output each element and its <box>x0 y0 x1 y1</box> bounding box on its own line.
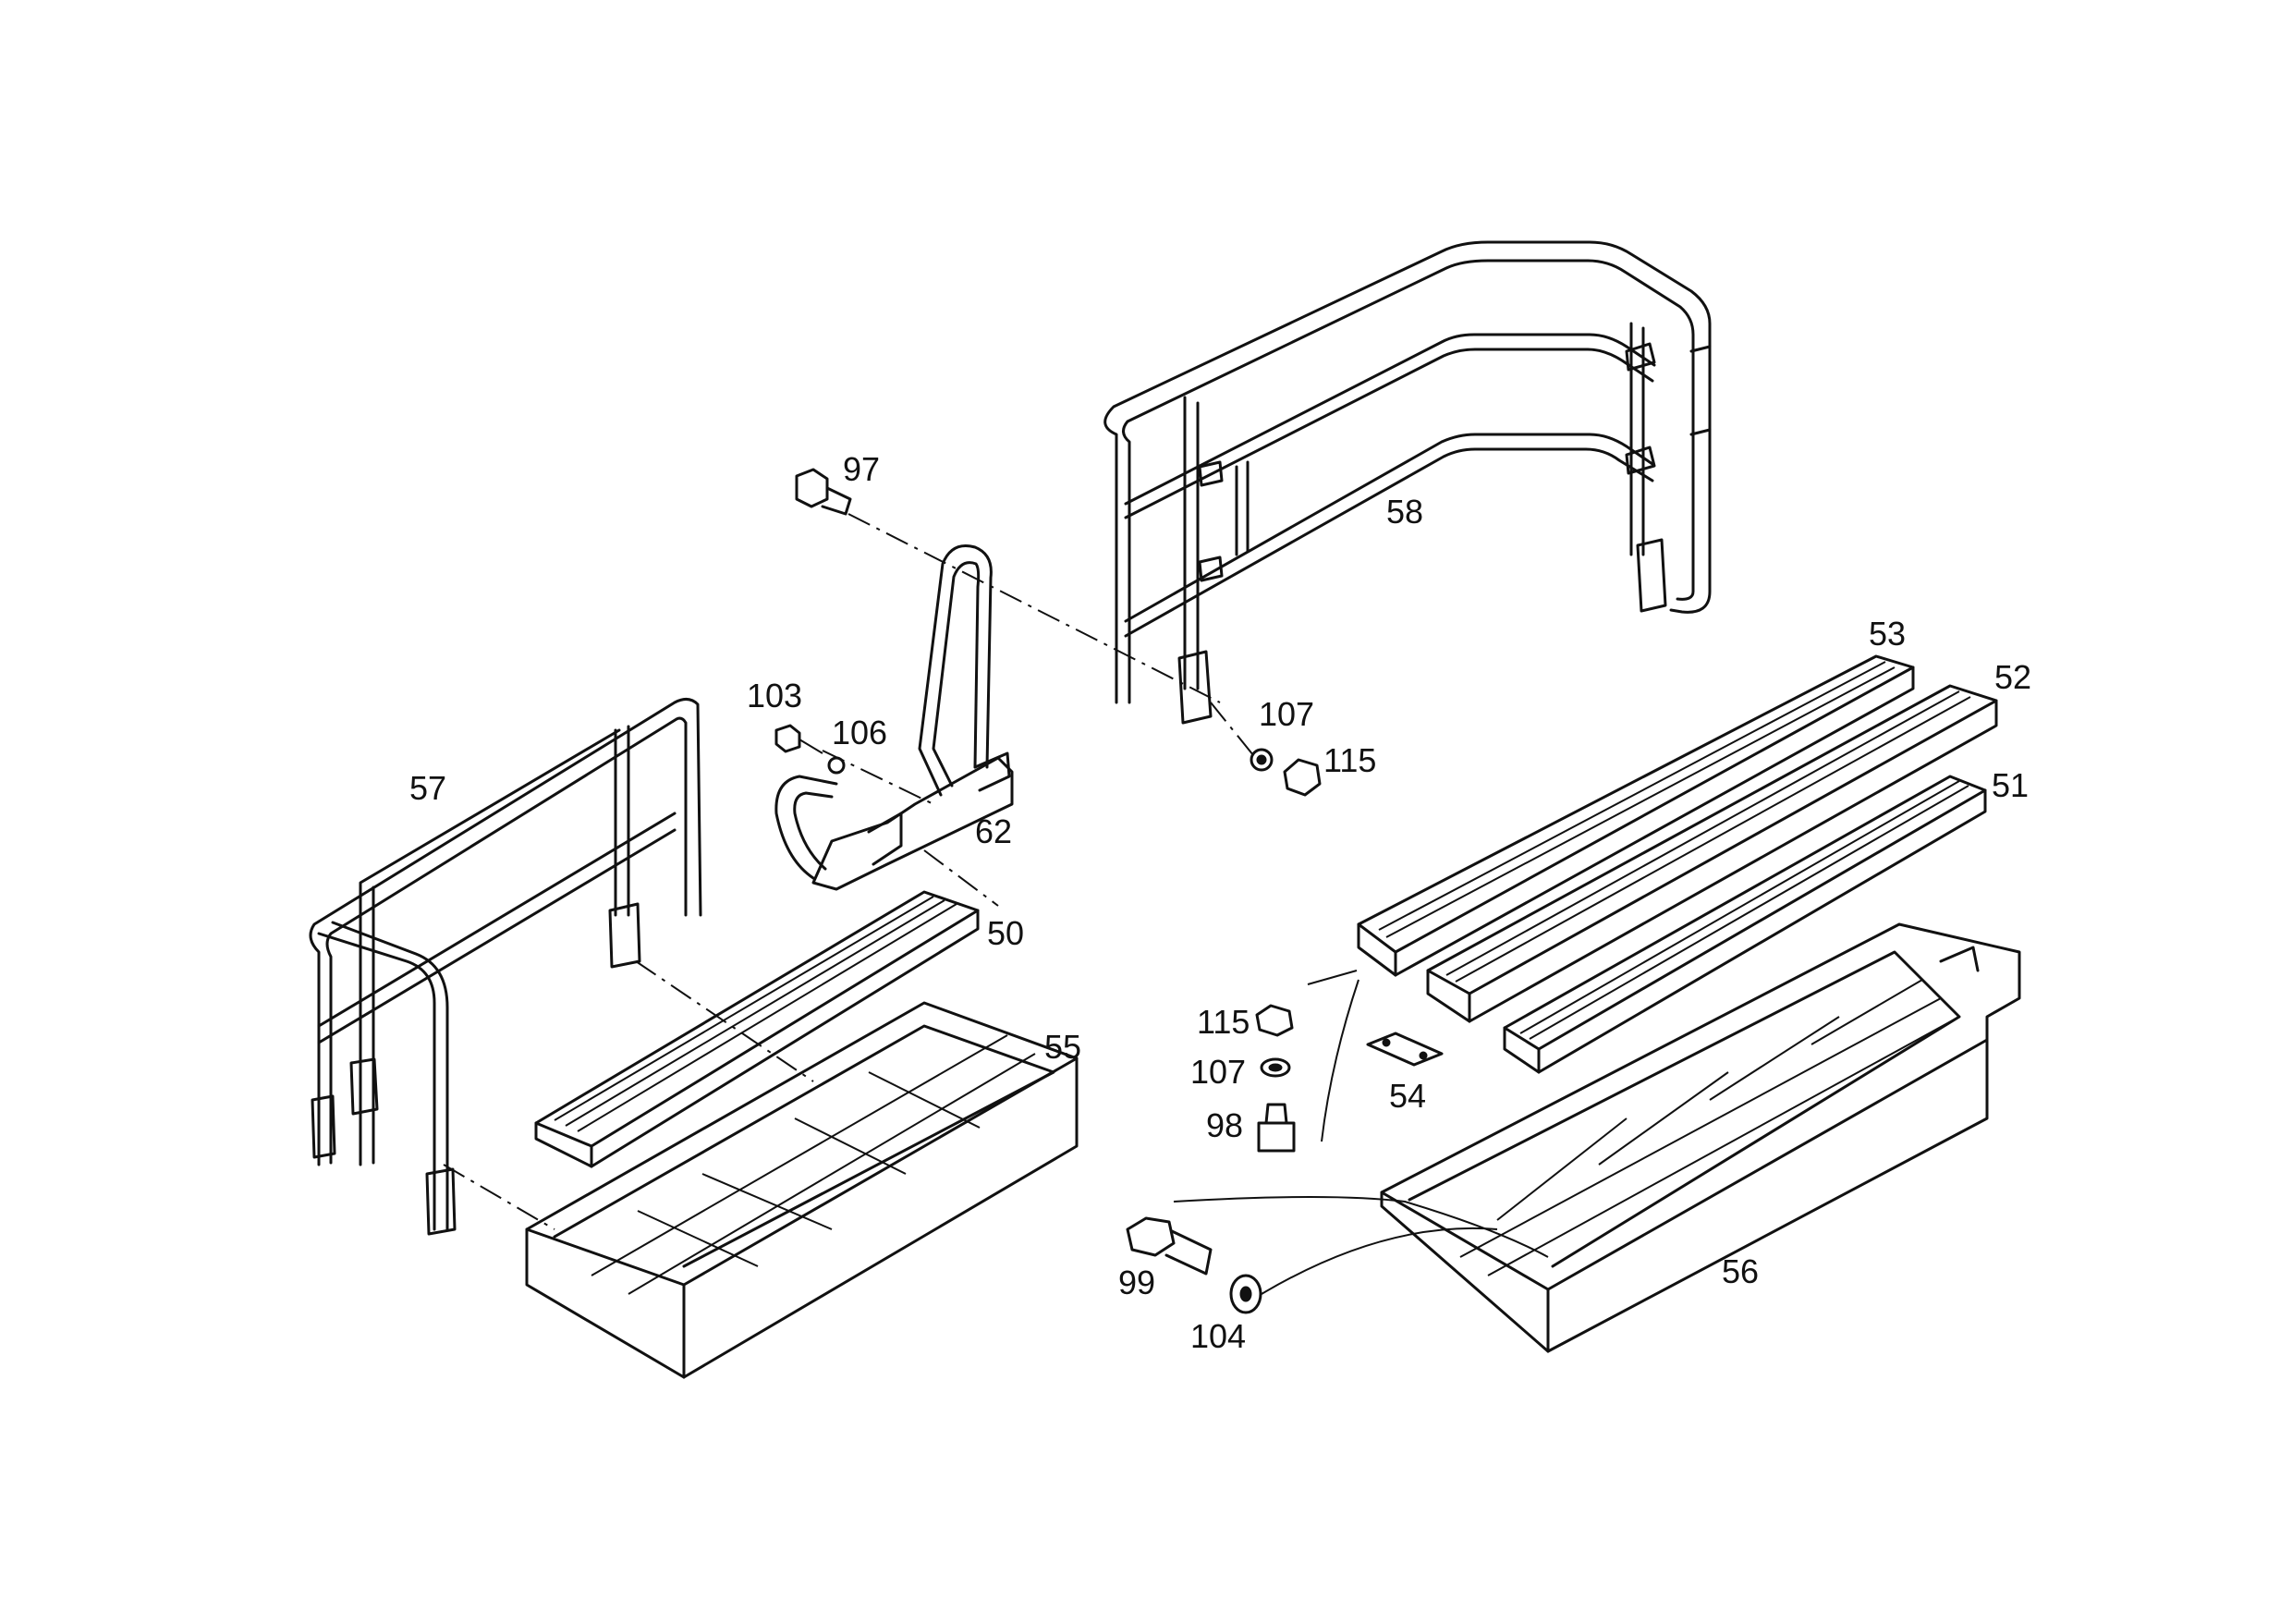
board-53 <box>1357 654 1915 977</box>
callout-97: 97 <box>843 450 880 488</box>
callout-54: 54 <box>1389 1077 1426 1115</box>
callout-57: 57 <box>409 769 446 807</box>
callout-50: 50 <box>987 914 1024 952</box>
bolt-98 <box>1257 1103 1296 1153</box>
callout-98: 98 <box>1206 1106 1243 1144</box>
callout-56: 56 <box>1722 1252 1759 1290</box>
callout-labels: 97 58 53 52 51 103 106 107 115 57 62 50 … <box>409 450 2031 1355</box>
washer-107-upper <box>1250 748 1274 772</box>
callout-58: 58 <box>1386 493 1423 531</box>
callout-99: 99 <box>1118 1264 1155 1301</box>
callout-107-lower: 107 <box>1190 1053 1246 1091</box>
callout-107-upper: 107 <box>1259 695 1314 733</box>
board-51 <box>1503 775 1987 1074</box>
callout-115-upper: 115 <box>1323 741 1376 779</box>
callout-55: 55 <box>1044 1028 1081 1066</box>
bolt-99 <box>1126 1216 1213 1276</box>
step-frame-56 <box>1380 922 2021 1353</box>
bolt-97 <box>795 468 852 516</box>
callout-103: 103 <box>747 677 802 714</box>
step-frame-55 <box>525 1001 1079 1379</box>
railing-58 <box>1103 240 1712 725</box>
nut-115-upper <box>1283 758 1322 797</box>
bracket-62 <box>774 544 1014 891</box>
board-52 <box>1426 684 1998 1023</box>
callout-115-lower: 115 <box>1197 1003 1250 1041</box>
callout-52: 52 <box>1994 658 2031 696</box>
washer-104 <box>1229 1274 1262 1314</box>
callout-62: 62 <box>975 812 1012 850</box>
callout-53: 53 <box>1869 615 1906 653</box>
nut-115-lower <box>1255 1004 1294 1037</box>
washer-107-lower <box>1260 1057 1291 1078</box>
bolt-103 <box>774 724 823 754</box>
railing-57 <box>309 698 702 1236</box>
assembly-lines <box>443 513 1549 1295</box>
callout-104: 104 <box>1190 1317 1246 1355</box>
plank-50 <box>534 890 980 1168</box>
callout-51: 51 <box>1992 766 2029 804</box>
plate-54 <box>1366 1032 1444 1067</box>
callout-106: 106 <box>832 714 887 751</box>
